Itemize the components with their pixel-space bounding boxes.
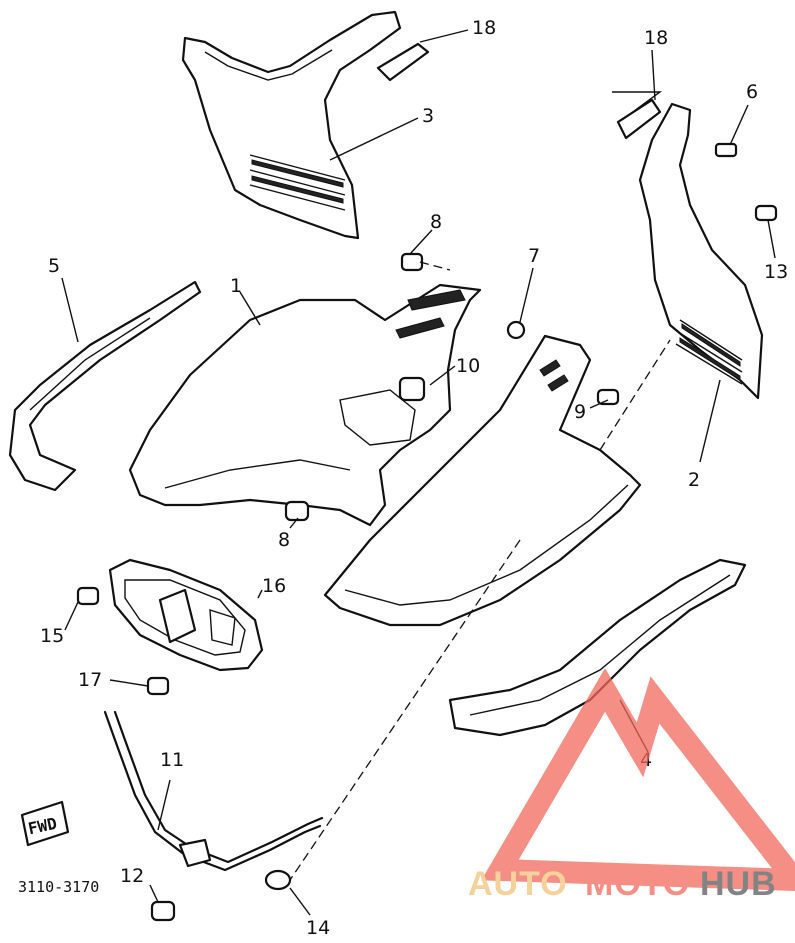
grommet-14 <box>264 869 292 891</box>
headlight-bracket <box>108 558 264 672</box>
callout-14: 14 <box>306 917 330 939</box>
watermark-auto: AUTO <box>468 865 568 903</box>
callout-16: 15 <box>40 625 64 647</box>
callout-15: 16 <box>262 575 286 597</box>
callout-9-upper: 8 <box>430 211 442 233</box>
pad-18-right <box>616 98 662 140</box>
bolt-12 <box>150 900 176 922</box>
front-fender <box>128 283 482 527</box>
bolt-8 <box>284 500 310 522</box>
fwd-stamp: FWD <box>20 800 70 847</box>
callout-10: 10 <box>456 355 480 377</box>
bolt-9-upper <box>400 252 424 272</box>
bolt-9-right <box>596 388 620 406</box>
callout-2: 2 <box>688 469 700 491</box>
rear-handle-bar <box>103 710 324 872</box>
callout-18-left: 18 <box>472 17 496 39</box>
part-code-label: 3110-3170 <box>18 878 99 896</box>
watermark-hub: HUB <box>700 865 777 903</box>
callout-11: 11 <box>160 749 184 771</box>
bolt-16 <box>76 586 100 606</box>
watermark: AUTO MOTO HUB <box>468 668 795 903</box>
pad-outline <box>612 91 663 121</box>
callout-13: 13 <box>764 261 788 283</box>
callout-17: 17 <box>78 669 102 691</box>
watermark-logo-icon <box>481 668 795 892</box>
mud-flap-left <box>8 280 202 492</box>
callout-18-right: 18 <box>644 27 668 49</box>
callout-6: 6 <box>746 81 758 103</box>
side-cover-left <box>181 10 402 240</box>
side-cover-right <box>638 102 764 400</box>
callout-12: 12 <box>120 865 144 887</box>
washer-7 <box>506 320 526 340</box>
watermark-moto: MOTO <box>585 865 690 903</box>
callout-9-right: 9 <box>574 401 586 423</box>
bolt-10 <box>398 376 426 402</box>
assembly-line-a <box>599 339 671 451</box>
assembly-line-b <box>289 539 521 881</box>
bolt-13 <box>754 204 778 222</box>
assembly-line-c <box>419 261 451 271</box>
callout-3: 3 <box>422 105 434 127</box>
callout-5: 5 <box>48 255 60 277</box>
pad-18-left <box>376 42 430 82</box>
callout-1: 1 <box>230 275 242 297</box>
callout-8: 8 <box>278 529 290 551</box>
mud-flap-right <box>448 558 747 737</box>
callout-7: 7 <box>528 245 540 267</box>
callout-labels: 18 3 1 5 18 6 13 2 8 7 10 9 8 16 15 17 1… <box>18 17 788 939</box>
bolt-6 <box>714 142 738 158</box>
bolt-17 <box>146 676 170 696</box>
